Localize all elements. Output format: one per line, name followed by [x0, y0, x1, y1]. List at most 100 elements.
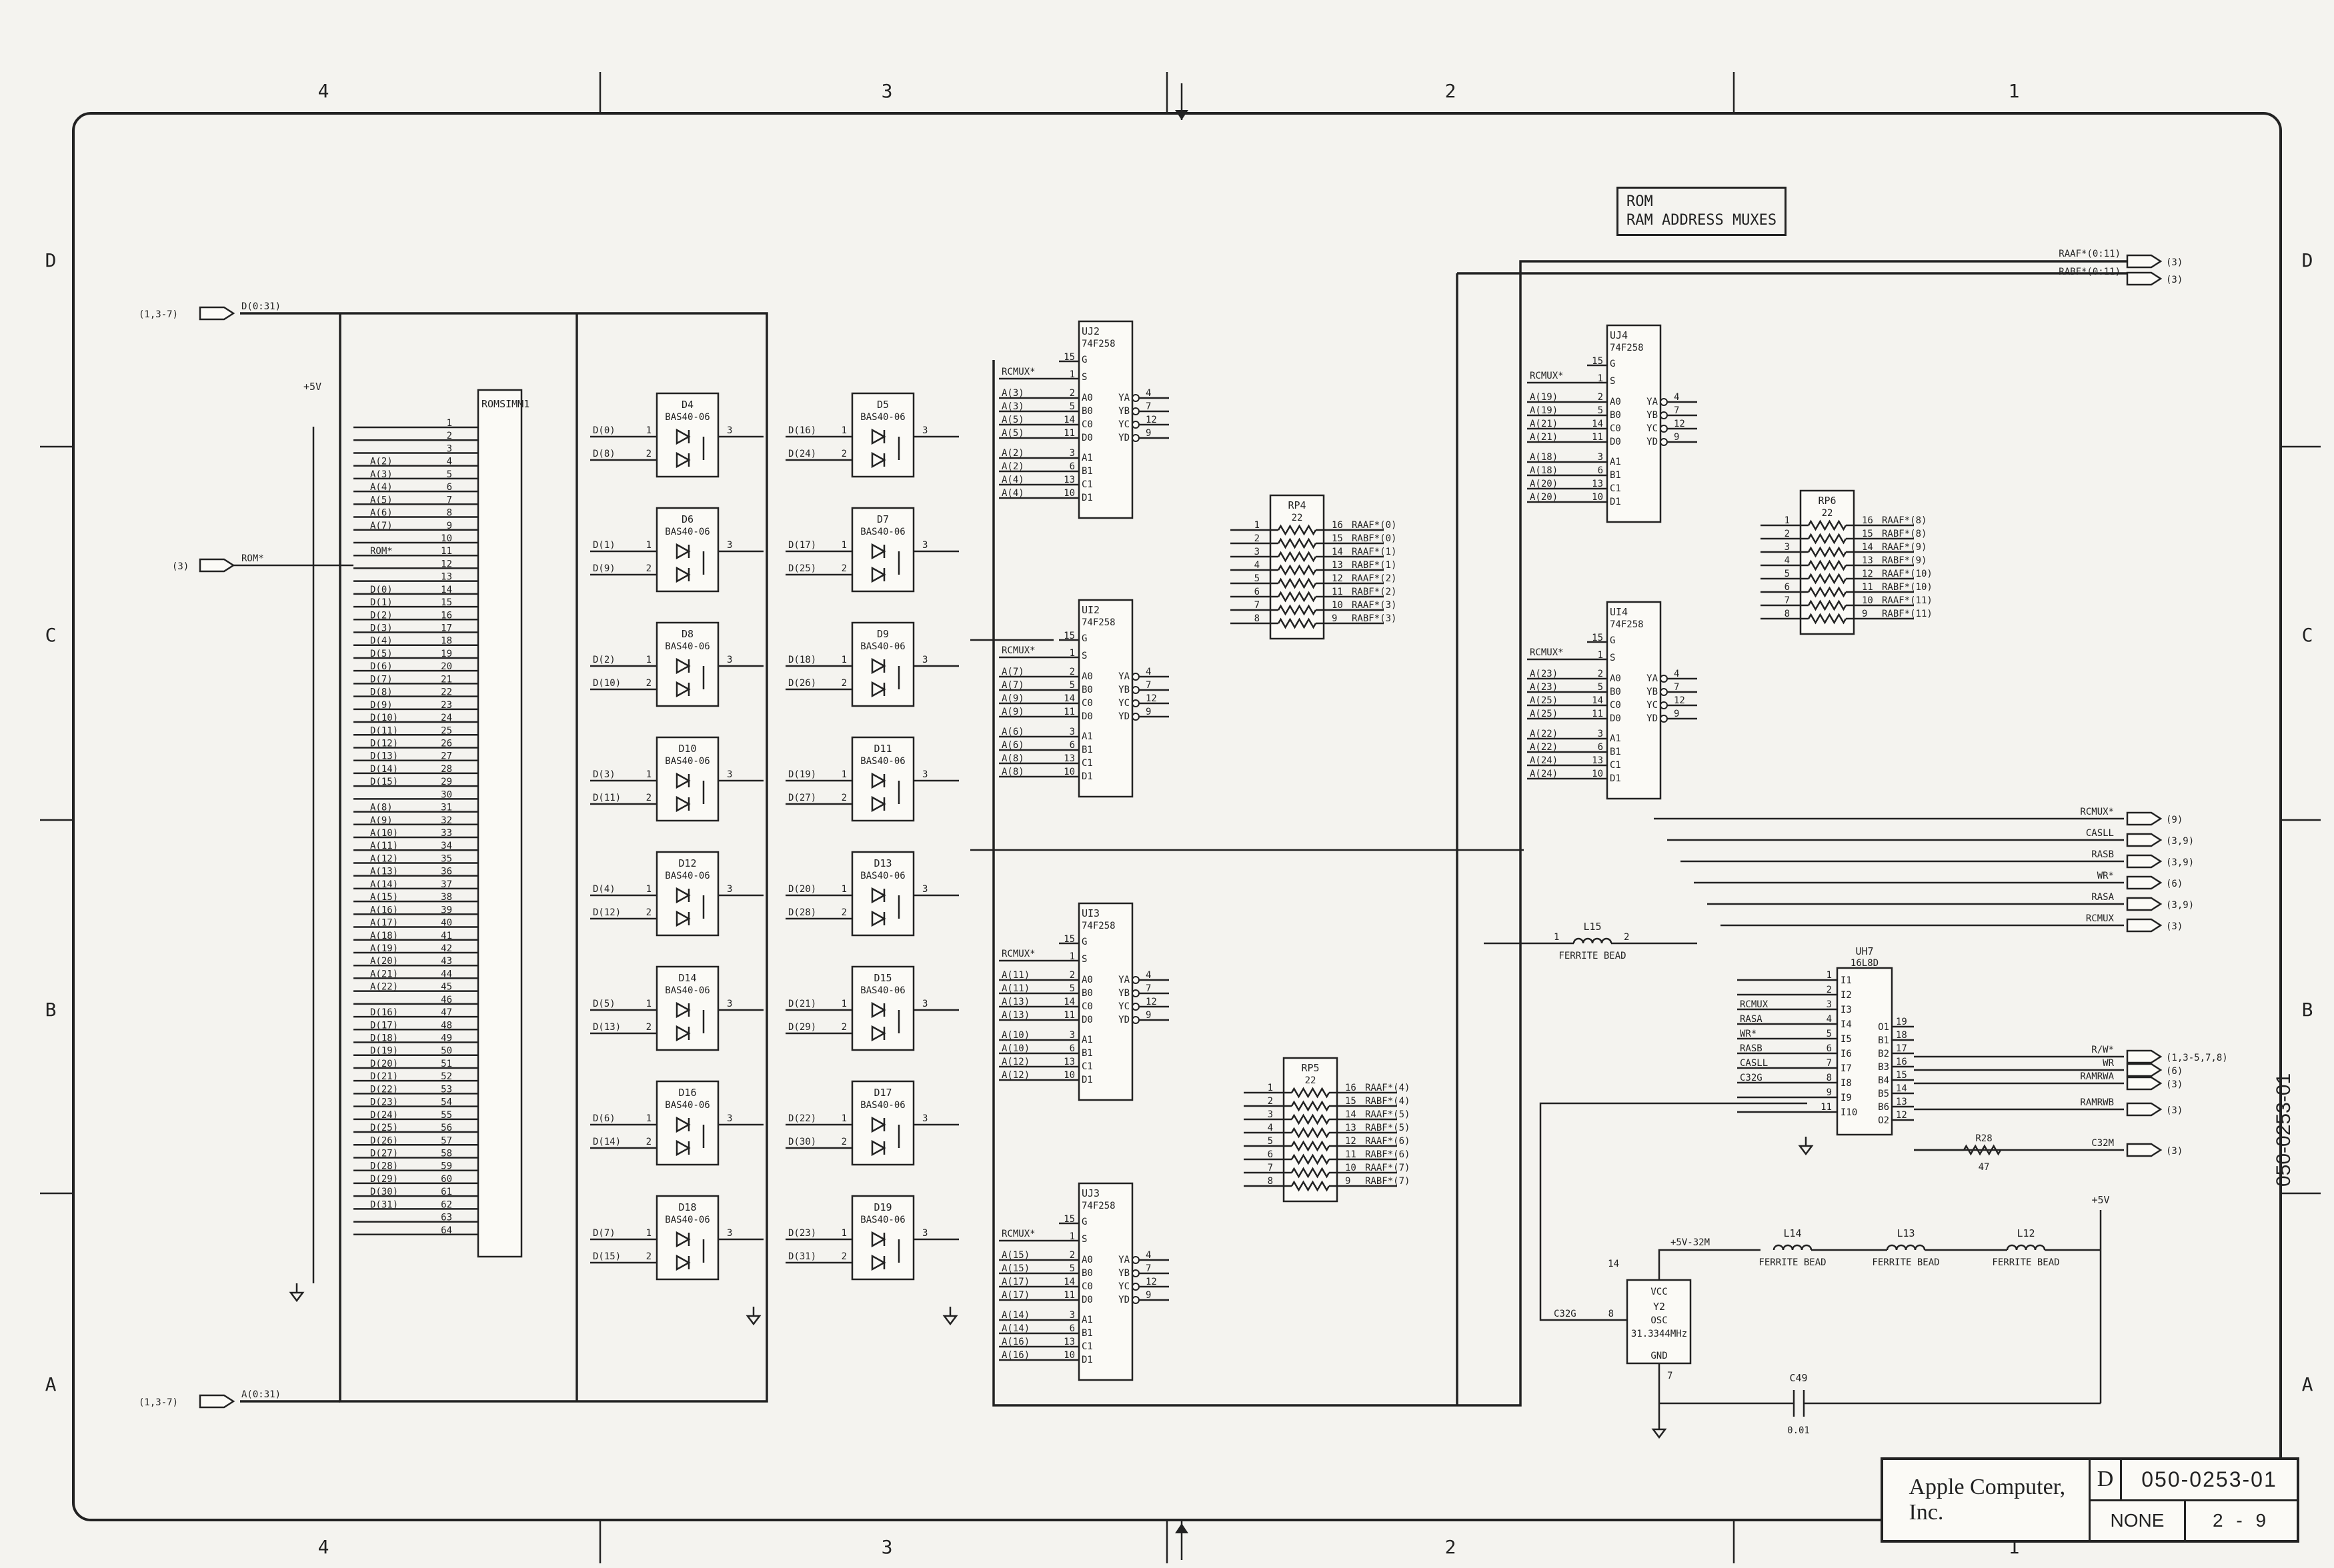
- buses: [240, 260, 2127, 1407]
- mux-b-pin: 3: [1070, 727, 1075, 737]
- diode-pin-2: 2: [842, 1137, 847, 1147]
- mux-out-pin: 9: [1146, 707, 1151, 717]
- right-net-label: RASA: [2091, 892, 2114, 903]
- romsimm-pin-signal: D(18): [370, 1033, 398, 1044]
- romsimm-pin-number: 39: [441, 905, 452, 915]
- rpack-out-net: RABF*(9): [1882, 555, 1927, 566]
- l15-pin-2: 2: [1624, 932, 1629, 943]
- diode-part: BAS40-06: [860, 1215, 905, 1225]
- mux-a-net: A(15): [1002, 1263, 1030, 1274]
- diode-pin-3: 3: [922, 655, 928, 665]
- pal-in-name: I1: [1841, 975, 1852, 986]
- pal-in-net: C32G: [1740, 1073, 1763, 1083]
- mux-a-pin: 11: [1592, 432, 1603, 443]
- coil-arc: [1782, 1244, 1794, 1251]
- diode-icon: [676, 1001, 691, 1019]
- pal-out-pin: 18: [1896, 1030, 1907, 1041]
- right-net-label: RCMUX*: [2080, 807, 2114, 817]
- offpage-connector-icon: [2126, 1143, 2163, 1157]
- romsimm-pin-number: 4: [447, 457, 452, 467]
- romsimm-pin-signal: A(5): [370, 495, 393, 505]
- zone-col-top: 4: [318, 80, 329, 102]
- mux-a-name: B0: [1082, 406, 1093, 417]
- diode-pin-3: 3: [727, 655, 732, 665]
- rpack-out-net: RABF*(8): [1882, 529, 1927, 539]
- inversion-bubble-icon: [1132, 713, 1140, 721]
- resistor-zigzag-icon: [1963, 1144, 2002, 1156]
- osc-pin-8: 8: [1608, 1309, 1614, 1319]
- diode-ref: D13: [874, 857, 892, 869]
- inversion-bubble-icon: [1660, 398, 1668, 406]
- mux-s-name: S: [1610, 653, 1615, 663]
- pal-out-net-ref: (1,3-5,7,8): [2166, 1053, 2228, 1063]
- pal-out-pin: 14: [1896, 1083, 1907, 1094]
- romsimm-pin-signal: D(5): [370, 649, 393, 659]
- diode-icon: [676, 887, 691, 904]
- offpage-connector-icon: [2126, 271, 2163, 286]
- mux-b-pin: 10: [1064, 1070, 1075, 1081]
- romsimm-pin-number: 53: [441, 1084, 452, 1095]
- bead-type: FERRITE BEAD: [1992, 1257, 2059, 1268]
- mux-b-net: A(22): [1530, 742, 1558, 753]
- rpack-out-pin: 15: [1332, 533, 1343, 544]
- diode-pin-1: 1: [842, 1228, 847, 1239]
- mux-b-pin: 6: [1070, 740, 1075, 751]
- diode-pin-1: 1: [646, 425, 652, 436]
- diode-pin-3: 3: [922, 769, 928, 780]
- rpack-out-pin: 13: [1862, 555, 1873, 566]
- mux-g-name: G: [1082, 937, 1087, 947]
- mux-b-net: A(4): [1002, 488, 1024, 499]
- diode-in1-net: D(0): [593, 425, 616, 436]
- romsimm-pin-number: 23: [441, 700, 452, 711]
- rpack-out-pin: 12: [1332, 573, 1343, 584]
- offpage-connector-icon: [2126, 918, 2163, 933]
- c49-value: 0.01: [1787, 1425, 1810, 1436]
- mux-a-name: C0: [1082, 698, 1093, 709]
- diode-icon: [871, 1139, 886, 1157]
- inversion-bubble-icon: [1660, 688, 1668, 696]
- romsimm-pin-number: 51: [441, 1059, 452, 1069]
- mux-ref: UI2: [1082, 604, 1100, 616]
- mux-a-pin: 11: [1064, 1010, 1075, 1021]
- mux-a-pin: 2: [1070, 970, 1075, 981]
- diode-pin-2: 2: [646, 907, 652, 918]
- mux-sel-net: RCMUX*: [1002, 367, 1036, 377]
- mux-b-net: A(8): [1002, 753, 1024, 764]
- rpack-out-pin: 14: [1345, 1109, 1356, 1120]
- mux-b-pin: 6: [1070, 461, 1075, 472]
- zone-col-top: 2: [1445, 80, 1456, 102]
- diode-pin-2: 2: [646, 793, 652, 803]
- section-title-line1: ROM: [1626, 193, 1653, 210]
- mux-a-name: B0: [1082, 685, 1093, 695]
- rpack-in-pin: 8: [1254, 613, 1260, 624]
- coil-arc: [1914, 1244, 1926, 1251]
- romsimm-pin-signal: A(17): [370, 918, 398, 929]
- rpack-in-pin: 7: [1785, 595, 1790, 606]
- coil-arc: [2015, 1244, 2027, 1251]
- diode-part: BAS40-06: [665, 871, 710, 881]
- diode-pin-3: 3: [727, 1113, 732, 1124]
- mux-b-net: A(20): [1530, 479, 1558, 489]
- romsimm-pin-number: 10: [441, 533, 452, 544]
- mux-a-net: A(15): [1002, 1250, 1030, 1261]
- diode-pin-2: 2: [646, 449, 652, 459]
- romsimm-pin-signal: D(4): [370, 636, 393, 647]
- resistor-zigzag-icon: [1807, 559, 1847, 571]
- diode-in1-net: D(21): [788, 999, 816, 1009]
- section-title-line2: RAM ADDRESS MUXES: [1626, 212, 1777, 229]
- zone-col-top: 1: [2009, 80, 2020, 102]
- mux-b-net: A(4): [1002, 475, 1024, 485]
- pal-in-name: I3: [1841, 1005, 1852, 1015]
- center-arrow-icon: [1175, 110, 1188, 120]
- diode-in2-net: D(27): [788, 793, 816, 803]
- right-net-label: RCMUX: [2086, 913, 2115, 924]
- mux-out-pin: 7: [1146, 983, 1151, 994]
- sheet-total: 9: [2255, 1509, 2271, 1531]
- pal-in-pin: 7: [1827, 1058, 1832, 1069]
- pal-out-name: O2: [1878, 1115, 1889, 1126]
- ferrite-bead-icon: [1572, 937, 1612, 944]
